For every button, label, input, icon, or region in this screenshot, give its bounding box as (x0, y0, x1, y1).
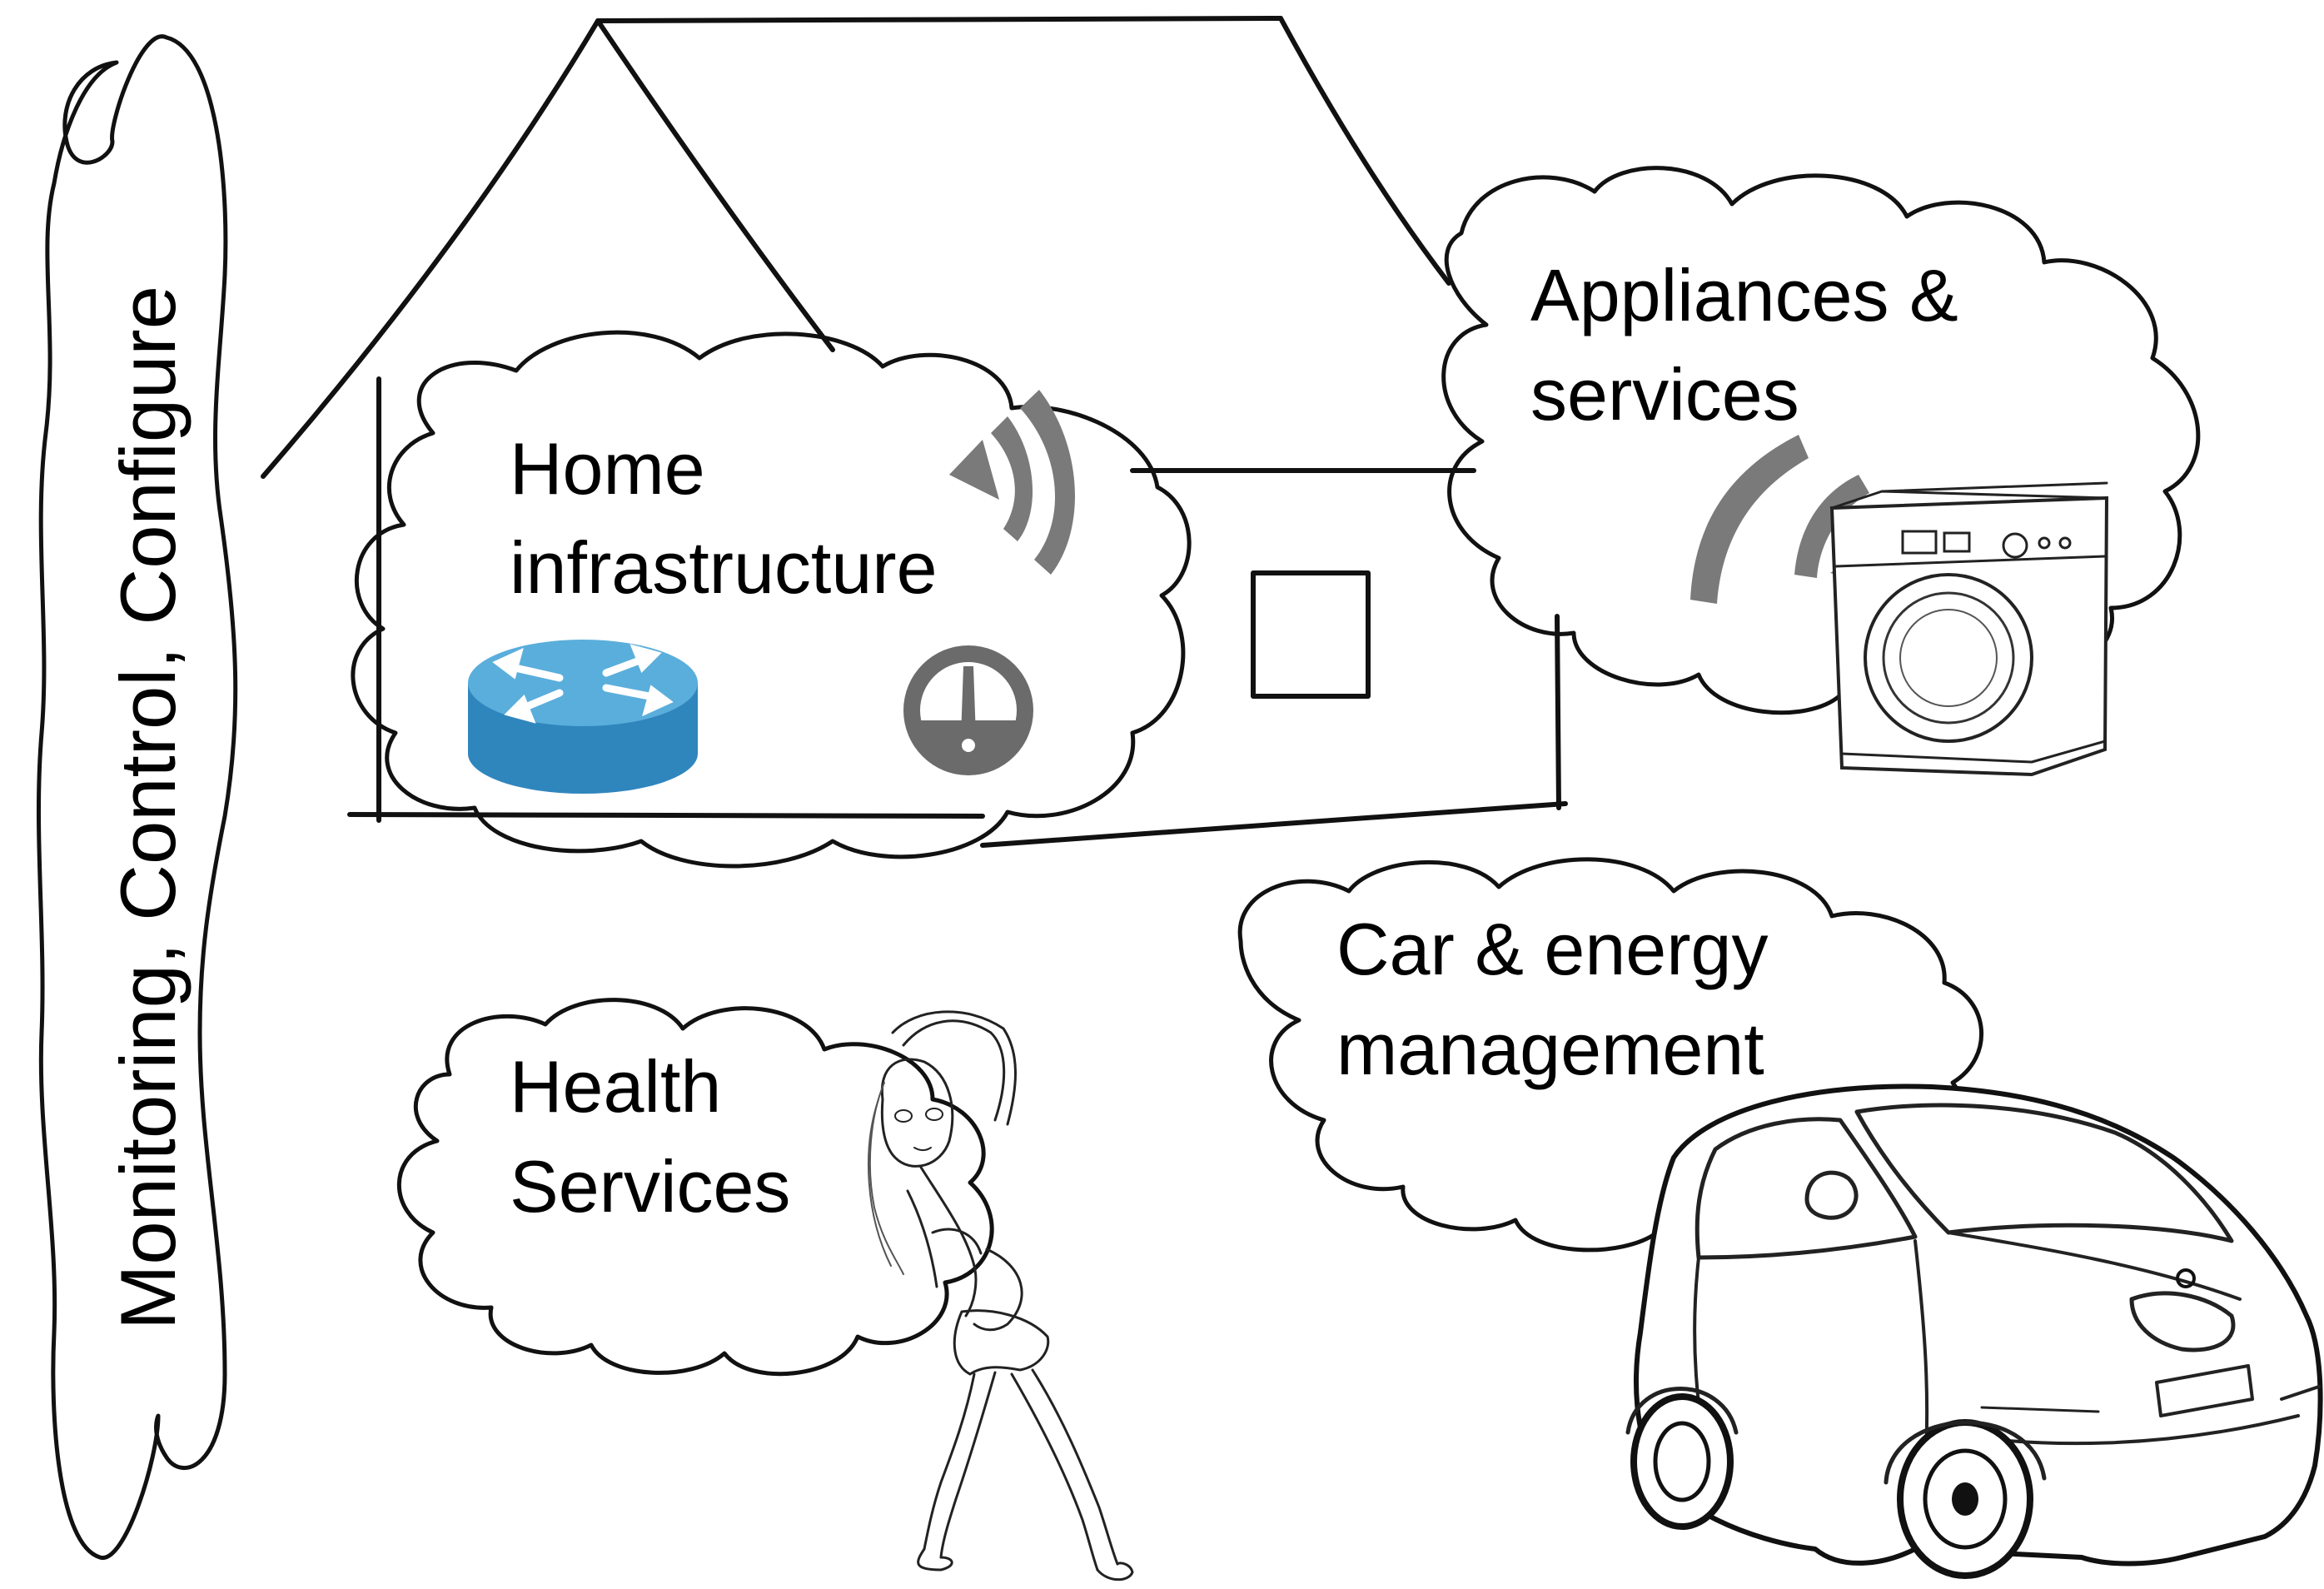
cloud-health: Health Services (396, 998, 994, 1377)
cloud-home-infrastructure: Home infrastructure (351, 330, 1192, 869)
home-infrastructure-line2: infrastructure (510, 526, 938, 609)
cloud-appliances: Appliances & services (1441, 166, 2201, 777)
router-icon (468, 640, 698, 794)
health-line2: Services (510, 1145, 790, 1228)
exercising-woman-figure (868, 1010, 1134, 1582)
appliances-line2: services (1530, 353, 1799, 436)
house-outline (261, 16, 1568, 848)
sidebar-cloud: Monitoring, Control, Configure (36, 34, 238, 1560)
appliances-line1: Appliances & (1530, 254, 1958, 336)
home-infrastructure-line1: Home (510, 427, 705, 510)
car-energy-line2: management (1336, 1008, 1764, 1090)
gauge-meter-icon (903, 645, 1033, 775)
health-line1: Health (510, 1045, 721, 1128)
washing-machine-icon (1829, 481, 2109, 777)
sidebar-label: Monitoring, Control, Configure (104, 286, 192, 1330)
car-icon (1625, 1083, 2323, 1579)
wifi-signal-icon (949, 390, 1075, 575)
cloud-car-energy: Car & energy management (1237, 857, 1983, 1261)
car-energy-line1: Car & energy (1336, 908, 1768, 990)
